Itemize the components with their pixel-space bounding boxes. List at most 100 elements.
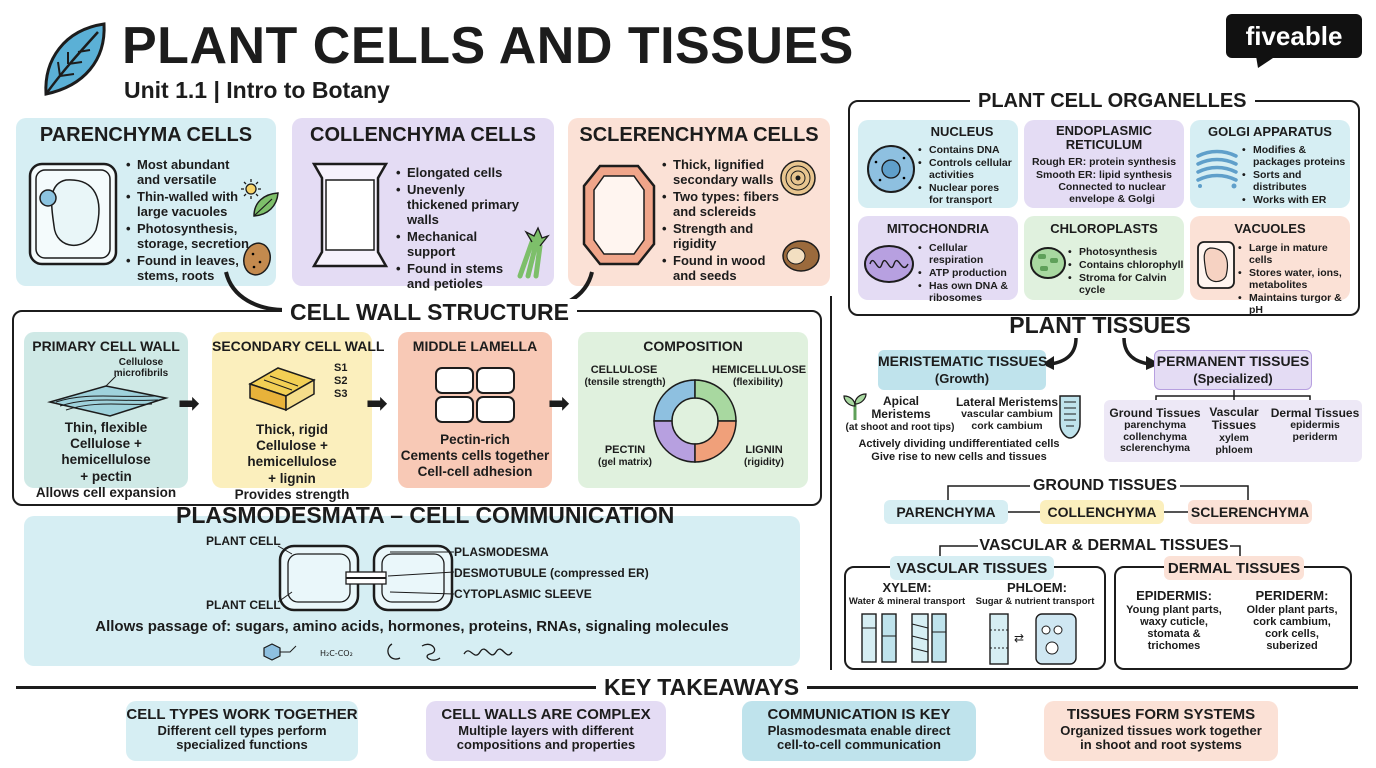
apical-meristems: Apical Meristems <box>871 394 931 422</box>
nucleus-bullets: Contains DNA Controls cellular activitie… <box>918 144 1014 207</box>
bullet: Photosynthesis, storage, secretion <box>126 221 250 252</box>
epidermis-note: Young plant parts, waxy cuticle, stomata… <box>1126 604 1222 653</box>
cellulose-label: CELLULOSE <box>590 364 658 376</box>
bullet: Large in mature cells <box>1238 242 1350 266</box>
bullet: Stroma for Calvin cycle <box>1068 272 1184 296</box>
er-line: Rough ER: protein synthesis <box>1031 156 1177 168</box>
middle-lamella-desc: Pectin-rich Cements cells together Cell-… <box>400 432 550 480</box>
er-line: Connected to nuclear envelope & Golgi <box>1058 181 1166 205</box>
secondary-wall-card <box>212 332 372 488</box>
molecule-icons: H₂C-CO₂ <box>263 643 513 661</box>
bullet: Stores water, ions, metabolites <box>1238 267 1350 291</box>
collenchyma-cell-icon <box>311 162 389 268</box>
chloroplasts-title: CHLOROPLASTS <box>1050 221 1158 236</box>
lignin-label: LIGNIN <box>745 444 783 456</box>
desmotubule-label: DESMOTUBULE (compressed ER) <box>454 566 649 580</box>
ground-tissues-title: GROUND TISSUES <box>1030 476 1180 496</box>
permanent-title: PERMANENT TISSUES <box>1156 353 1310 369</box>
potato-icon <box>243 242 271 276</box>
er-title: ENDOPLASMIC RETICULUM <box>1055 123 1153 153</box>
arrow-right-icon: ➡ <box>548 388 570 418</box>
secondary-wall-icon <box>248 367 316 412</box>
sclerenchyma-pill: SCLERENCHYMA <box>1188 500 1312 524</box>
organelles-title: PLANT CELL ORGANELLES <box>970 90 1255 113</box>
periderm-label: PERIDERM: <box>1255 588 1329 603</box>
takeaway-title: CELL WALLS ARE COMPLEX <box>441 706 651 723</box>
er-line: Smooth ER: lipid synthesis <box>1036 169 1172 181</box>
sun-icon <box>241 179 261 199</box>
bullet: Sorts and distributes <box>1242 169 1346 193</box>
plant-cell-bottom-label: PLANT CELL <box>206 598 281 612</box>
bullet: Controls cellular activities <box>918 157 1014 181</box>
xylem-label: XYLEM: <box>882 580 932 595</box>
golgi-bullets: Modifies & packages proteins Sorts and d… <box>1242 144 1346 207</box>
takeaway-desc: Organized tissues work together in shoot… <box>1060 723 1262 753</box>
dermal-tissues-list: epidermis periderm <box>1290 419 1340 443</box>
brand-text: fiveable <box>1245 20 1343 51</box>
bullet: Elongated cells <box>396 165 528 181</box>
takeaway-title: TISSUES FORM SYSTEMS <box>1066 706 1256 723</box>
composition-ring <box>653 379 737 463</box>
er-card <box>1024 120 1184 208</box>
permanent-card <box>1154 350 1312 390</box>
plasmodesma-label: PLASMODESMA <box>454 545 549 559</box>
apical-note: (at shoot and root tips) <box>845 422 955 433</box>
hemicellulose-note: (flexibility) <box>732 377 783 388</box>
bullet: ATP production <box>918 267 1016 279</box>
lignin-note: (rigidity) <box>744 457 784 468</box>
xylem-vessels-icon <box>861 613 947 663</box>
sprout-icon <box>843 393 867 420</box>
brand-tail-icon <box>1256 56 1276 68</box>
leaf-icon <box>253 192 279 217</box>
vacuole-icon <box>1197 241 1235 289</box>
bullet: Maintains turgor & pH <box>1238 292 1350 316</box>
celery-icon <box>517 226 550 279</box>
dermal-tissues-label: Dermal Tissues <box>1270 406 1360 420</box>
nucleus-icon <box>867 145 915 193</box>
cytoplasmic-sleeve-label: CYTOPLASMIC SLEEVE <box>454 587 592 601</box>
bullet: Thick, lignified secondary walls <box>662 157 780 188</box>
ground-tissues-label: Ground Tissues <box>1109 406 1201 420</box>
secondary-layer-s3: S3 <box>334 388 348 400</box>
periderm-note: Older plant parts, cork cambium, cork ce… <box>1246 604 1338 653</box>
primary-wall-desc: Thin, flexible Cellulose + hemicellulose… <box>35 420 177 500</box>
takeaway-title: CELL TYPES WORK TOGETHER <box>126 706 358 723</box>
middle-lamella-title: MIDDLE LAMELLA <box>412 338 538 354</box>
bullet: Contains chlorophyll <box>1068 259 1184 271</box>
page-title: PLANT CELLS AND TISSUES <box>122 17 854 75</box>
secondary-layer-s1: S1 <box>334 362 348 374</box>
plasmodesma-diagram <box>278 544 454 612</box>
plant-cell-top-label: PLANT CELL <box>206 534 281 548</box>
page-subtitle: Unit 1.1 | Intro to Botany <box>124 77 390 103</box>
vacuoles-title: VACUOLES <box>1234 221 1306 236</box>
chloroplasts-bullets: Photosynthesis Contains chlorophyll Stro… <box>1068 246 1184 297</box>
arrow-right-icon: ➡ <box>178 388 200 418</box>
sclerenchyma-bullets: Thick, lignified secondary walls Two typ… <box>662 157 780 286</box>
meristematic-sub: (Growth) <box>934 371 990 386</box>
bullet: Found in wood and seeds <box>662 253 780 284</box>
bullet: Strength and rigidity <box>662 221 780 252</box>
root-tip-icon <box>1059 395 1081 439</box>
vascular-tissues-list: xylem phloem <box>1215 432 1253 456</box>
takeaway-desc: Plasmodesmata enable direct cell-to-cell… <box>767 723 951 753</box>
vascular-dermal-title: VASCULAR & DERMAL TISSUES <box>978 536 1230 556</box>
bullet: Photosynthesis <box>1068 246 1184 258</box>
plasmodesmata-title: PLASMODESMATA – CELL COMMUNICATION <box>176 502 675 528</box>
svg-text:⇄: ⇄ <box>1014 631 1024 645</box>
bullet: Found in stems and petioles <box>396 261 528 292</box>
takeaway-card <box>1044 701 1278 761</box>
golgi-icon <box>1196 149 1238 189</box>
collenchyma-pill: COLLENCHYMA <box>1040 500 1164 524</box>
wood-ring-icon <box>780 160 816 196</box>
epidermis-label: EPIDERMIS: <box>1136 588 1212 603</box>
lateral-meristems: Lateral Meristems <box>955 395 1059 409</box>
pectin-note: (gel matrix) <box>598 457 652 468</box>
mitochondria-title: MITOCHONDRIA <box>886 221 990 236</box>
phloem-sieve-icon: ⇄ <box>989 613 1077 665</box>
bullet: Contains DNA <box>918 144 1014 156</box>
svg-text:H₂C-CO₂: H₂C-CO₂ <box>320 649 353 658</box>
brand-logo: fiveable <box>1226 14 1362 58</box>
secondary-layer-s2: S2 <box>334 375 348 387</box>
permanent-sub: (Specialized) <box>1193 371 1273 386</box>
meristematic-title: MERISTEMATIC TISSUES <box>878 353 1048 369</box>
